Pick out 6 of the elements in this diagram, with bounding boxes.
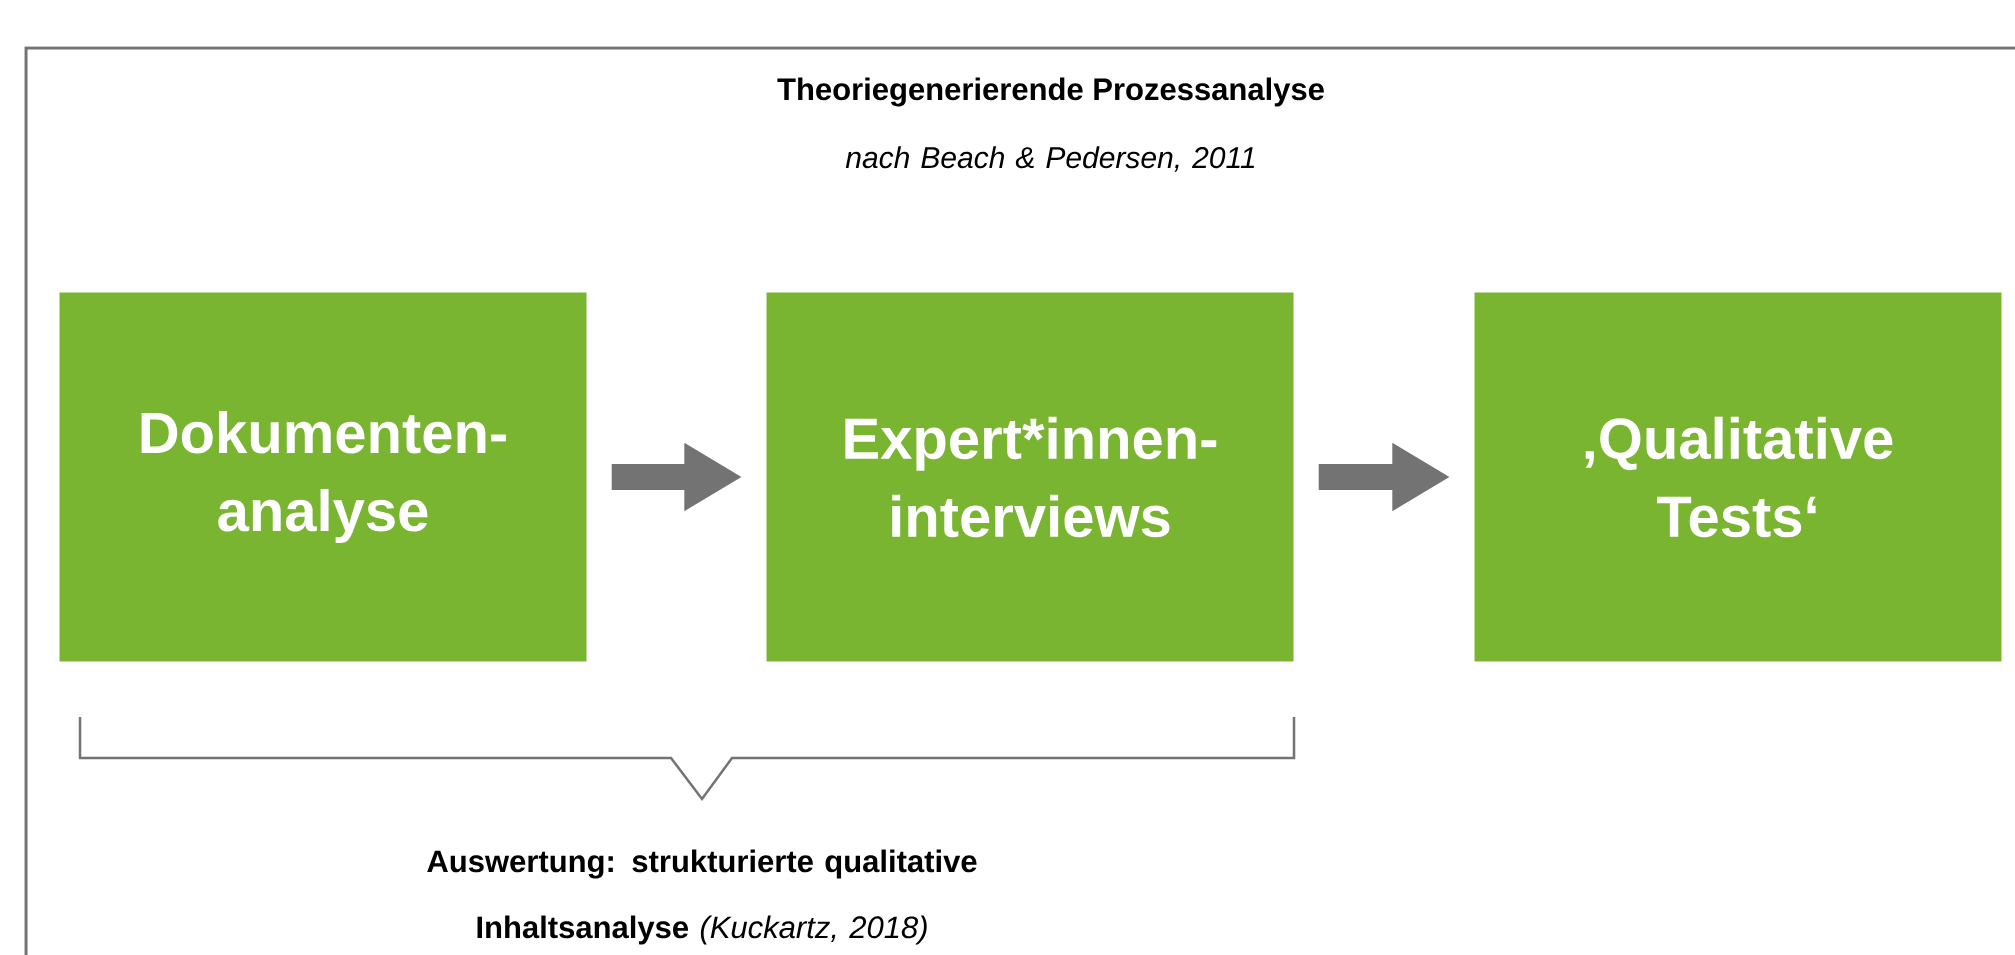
annotation-text: Auswertung: strukturierte qualitative Inhaltsanalyse (Kuckartz, 2018) (427, 849, 977, 945)
process-box: Dokumenten- analyse (59, 292, 587, 662)
title: Theoriegenerierende Prozessanalyse (777, 77, 1324, 107)
process-box: Expert*innen- interviews (766, 292, 1294, 662)
subtitle: nach Beach & Pedersen, 2011 (845, 146, 1255, 172)
process-box: ‚Qualitative Tests‘ (1474, 292, 2002, 662)
